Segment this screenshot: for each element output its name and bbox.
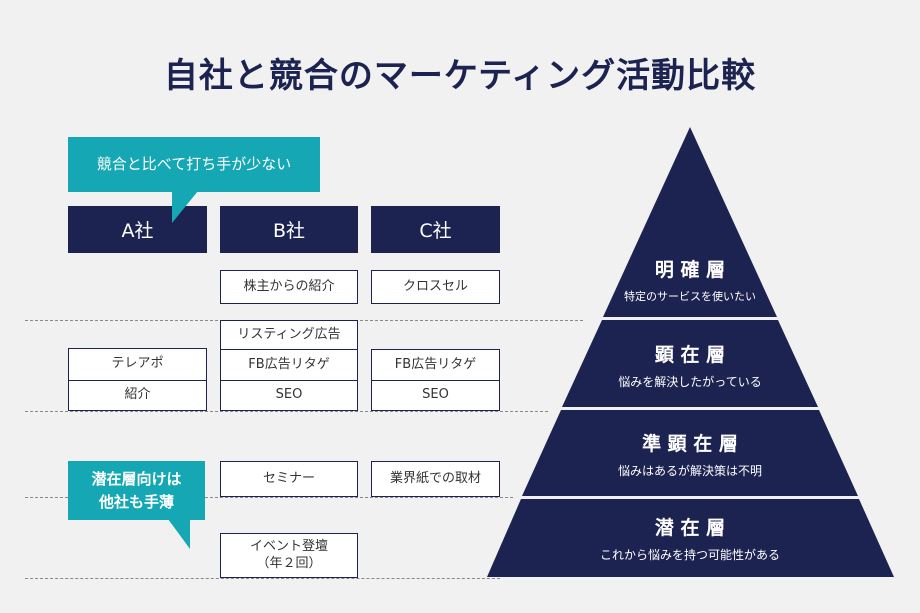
- layer-name: 顕 在 層: [655, 343, 725, 366]
- cell-c-cross-sell: クロスセル: [371, 270, 500, 304]
- company-header-a: A社: [68, 206, 207, 253]
- pyramid-layer-2: [562, 320, 818, 407]
- divider-line: [25, 497, 513, 498]
- cell-a-teleapo: テレアポ: [68, 348, 207, 381]
- cell-b-event: イベント登壇 （年２回）: [220, 533, 358, 578]
- callout-bottom-line2: 他社も手薄: [98, 492, 174, 511]
- company-header-c: C社: [371, 206, 500, 253]
- cell-b-fb: FB広告リタゲ: [220, 349, 358, 381]
- callout-top-tail: [172, 191, 198, 223]
- callout-bottom-tail: [168, 519, 190, 549]
- pyramid-layer-1: [603, 127, 777, 317]
- pyramid-layer-3: [522, 410, 858, 496]
- cell-b-shareholder-referral: 株主からの紹介: [220, 270, 358, 304]
- event-line2: （年２回）: [256, 555, 322, 571]
- callout-bottom-line1: 潜在層向けは: [91, 470, 182, 488]
- layer-name: 準 顕 在 層: [642, 432, 738, 455]
- callout-top: 競合と比べて打ち手が少ない: [68, 137, 320, 192]
- pyramid-layer-4: [487, 499, 894, 577]
- callout-bottom: 潜在層向けは 他社も手薄: [68, 461, 205, 520]
- cell-c-trade-paper: 業界紙での取材: [371, 461, 500, 497]
- layer-name: 潜 在 層: [655, 516, 725, 539]
- cell-b-listing: リスティング広告: [220, 320, 358, 350]
- page-title: 自社と競合のマーケティング活動比較: [163, 56, 757, 96]
- layer-desc: 悩みはあるが解決策は不明: [618, 463, 762, 478]
- company-header-b: B社: [220, 206, 358, 253]
- layer-desc: 特定のサービスを使いたい: [624, 289, 756, 303]
- divider-line: [25, 578, 500, 579]
- event-line1: イベント登壇: [249, 538, 328, 554]
- layer-name: 明 確 層: [655, 258, 725, 281]
- cell-a-referral: 紹介: [68, 380, 207, 411]
- layer-desc: 悩みを解決したがっている: [618, 374, 761, 389]
- cell-b-seminar: セミナー: [220, 461, 358, 497]
- divider-line: [25, 411, 548, 412]
- cell-c-seo: SEO: [371, 380, 500, 411]
- cell-b-seo: SEO: [220, 380, 358, 411]
- layer-desc: これから悩みを持つ可能性がある: [600, 547, 780, 562]
